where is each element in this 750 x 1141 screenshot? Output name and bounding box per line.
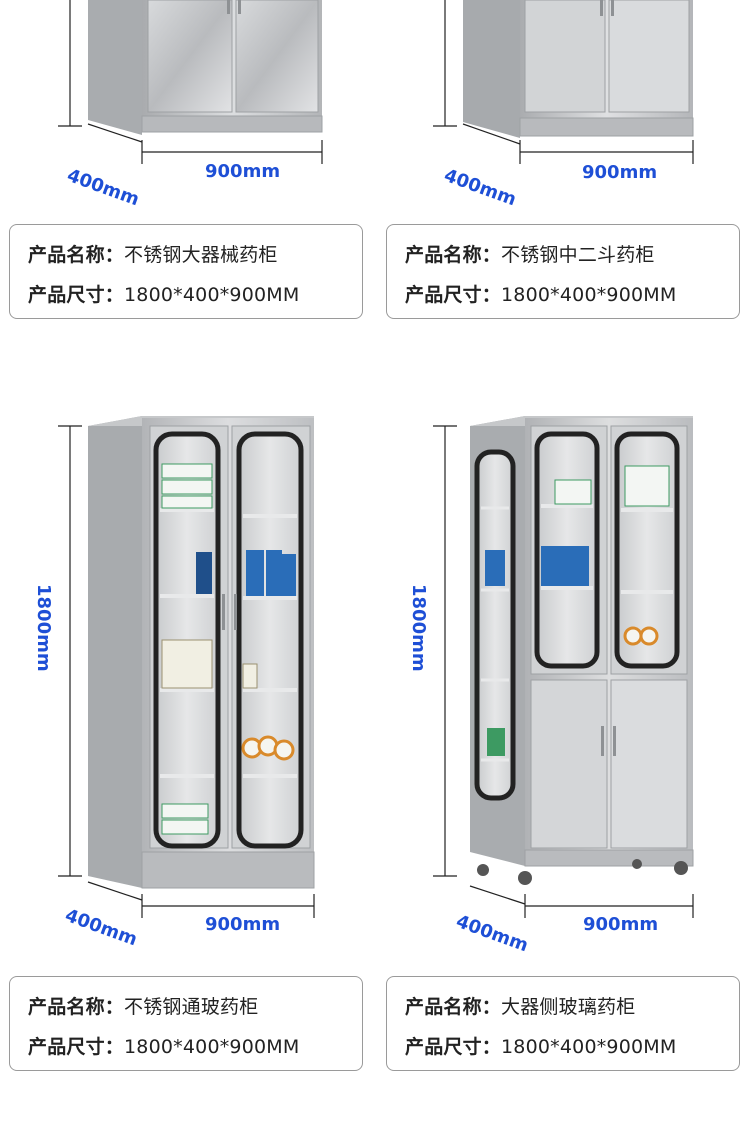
product-size-row: 产品尺寸：1800*400*900MM (405, 275, 739, 315)
product-name: 不锈钢通玻药柜 (124, 996, 259, 1018)
cabinet-illustration-3: 1800mm 400mm 900mm (33, 416, 315, 950)
product-name: 不锈钢中二斗药柜 (501, 244, 655, 266)
size-label: 产品尺寸： (28, 284, 125, 306)
size-label: 产品尺寸： (405, 284, 502, 306)
height-label: 1800mm (408, 584, 429, 672)
product-name-row: 产品名称：不锈钢通玻药柜 (28, 987, 362, 1027)
cabinet-illustration-4: 1800mm 400mm 900mm (408, 416, 694, 956)
depth-label: 400mm (64, 165, 142, 210)
product-info-box-4: 产品名称：大器侧玻璃药柜 产品尺寸：1800*400*900MM (386, 976, 740, 1071)
product-card-2: 400mm 900mm 产品名称：不锈钢中二斗药柜 产品尺寸：1800*400*… (375, 0, 750, 560)
product-size-row: 产品尺寸：1800*400*900MM (405, 1027, 739, 1067)
name-label: 产品名称： (28, 244, 125, 266)
product-size: 1800*400*900MM (501, 1036, 677, 1058)
size-label: 产品尺寸： (405, 1036, 502, 1058)
name-label: 产品名称： (405, 244, 502, 266)
product-size: 1800*400*900MM (501, 284, 677, 306)
product-card-1: 400mm 900mm 产品名称：不锈钢大器械药柜 产品尺寸：1800*400*… (0, 0, 375, 560)
product-info-box: 产品名称：不锈钢大器械药柜 产品尺寸：1800*400*900MM (9, 224, 363, 319)
product-size: 1800*400*900MM (124, 1036, 300, 1058)
product-name: 大器侧玻璃药柜 (501, 996, 636, 1018)
product-info-box-3: 产品名称：不锈钢通玻药柜 产品尺寸：1800*400*900MM (9, 976, 363, 1071)
product-name-row: 产品名称：不锈钢中二斗药柜 (405, 235, 739, 275)
depth-label: 400mm (62, 905, 140, 950)
height-label: 1800mm (33, 584, 54, 672)
product-card-3: 1800mm 400mm 900mm (0, 390, 375, 950)
product-size-row: 产品尺寸：1800*400*900MM (28, 1027, 362, 1067)
product-name-row: 产品名称：大器侧玻璃药柜 (405, 987, 739, 1027)
cabinet-illustration-2: 400mm 900mm (433, 0, 694, 210)
width-label: 900mm (582, 162, 657, 183)
product-name-row: 产品名称：不锈钢大器械药柜 (28, 235, 362, 275)
size-label: 产品尺寸： (28, 1036, 125, 1058)
product-name: 不锈钢大器械药柜 (124, 244, 278, 266)
product-size-row: 产品尺寸：1800*400*900MM (28, 275, 362, 315)
product-size: 1800*400*900MM (124, 284, 300, 306)
product-info-box: 产品名称：不锈钢中二斗药柜 产品尺寸：1800*400*900MM (386, 224, 740, 319)
cabinet-illustration-1: 400mm 900mm (58, 0, 323, 210)
width-label: 900mm (205, 914, 280, 935)
name-label: 产品名称： (28, 996, 125, 1018)
width-label: 900mm (205, 161, 280, 182)
depth-label: 400mm (441, 165, 519, 210)
name-label: 产品名称： (405, 996, 502, 1018)
depth-label: 400mm (453, 911, 531, 956)
product-card-4: 1800mm 400mm 900mm (375, 390, 750, 956)
width-label: 900mm (583, 914, 658, 935)
